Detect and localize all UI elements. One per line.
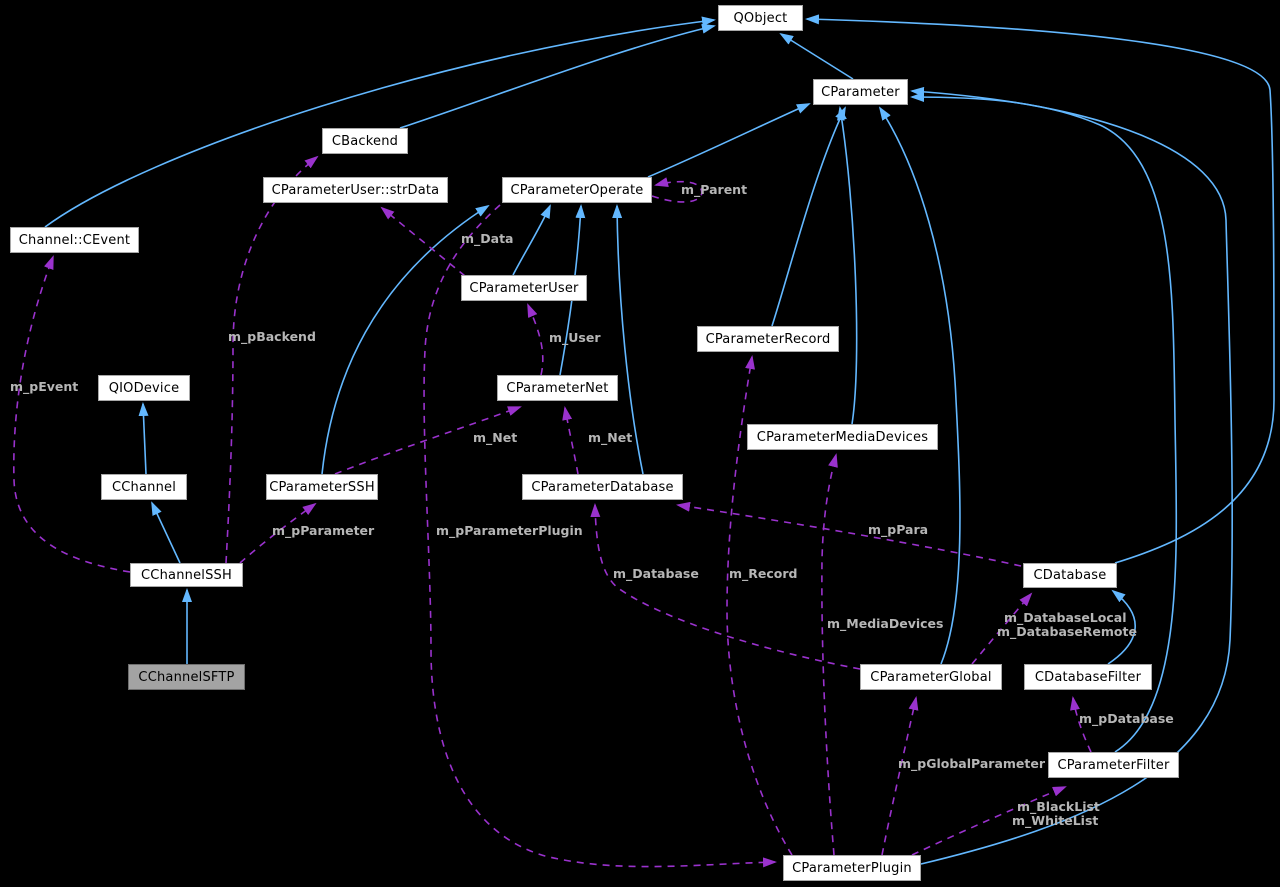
class-node-coperate[interactable]: CParameterOperate (502, 177, 652, 203)
edge-cchannelssh-to-cchannel (151, 501, 181, 564)
class-node-cchannelsftp[interactable]: CChannelSFTP (128, 664, 245, 690)
class-node-cplugin[interactable]: CParameterPlugin (783, 855, 921, 881)
edge-cplugin-to-cmediadevices (821, 453, 838, 856)
edge-label-m_pParameter: m_pParameter (272, 523, 375, 538)
edge-cchannel-to-qiodevice (138, 402, 149, 475)
class-node-cbackend[interactable]: CBackend (322, 128, 408, 154)
edge-cnet-to-cuser (527, 303, 544, 376)
edge-cparamfilter-to-cdbfilter (1070, 696, 1092, 753)
edge-label-m_pParameterPlugin: m_pParameterPlugin (436, 523, 583, 538)
edge-cparamssh-to-coperate (321, 204, 490, 475)
class-node-strdata[interactable]: CParameterUser::strData (263, 177, 448, 203)
edge-label-m_DatabaseRemote: m_DatabaseRemote (997, 624, 1137, 639)
edge-cplugin-to-crecord (726, 355, 793, 856)
edge-coperate-to-coperate (651, 177, 703, 203)
class-node-crecord[interactable]: CParameterRecord (697, 326, 839, 352)
edge-cevent-to-qobject (44, 16, 716, 228)
edge-label-m_pBackend: m_pBackend (228, 329, 316, 344)
class-node-cdbfilter[interactable]: CDatabaseFilter (1024, 664, 1152, 690)
class-node-cchannelssh[interactable]: CChannelSSH (130, 563, 243, 587)
edge-label-m_Database: m_Database (613, 566, 699, 581)
edge-cuser-to-coperate (512, 204, 551, 276)
class-node-cnet[interactable]: CParameterNet (497, 375, 618, 401)
class-node-qiodevice[interactable]: QIODevice (98, 375, 190, 401)
edge-cparameter-to-qobject (779, 32, 854, 80)
edge-label-m_pDatabase: m_pDatabase (1079, 711, 1174, 726)
class-node-cuser[interactable]: CParameterUser (461, 275, 587, 301)
class-node-qobject[interactable]: QObject (718, 5, 803, 31)
edge-cdbfilter-to-cdatabase (1107, 589, 1136, 665)
edge-coperate-to-cplugin (423, 204, 777, 868)
class-node-cparamdb[interactable]: CParameterDatabase (522, 474, 683, 500)
edge-cglobal-to-cdatabase (971, 592, 1033, 665)
edge-label-m_MediaDevices: m_MediaDevices (827, 616, 944, 631)
class-node-cmediadevices[interactable]: CParameterMediaDevices (747, 424, 938, 450)
class-node-cparamfilter[interactable]: CParameterFilter (1048, 752, 1179, 778)
edge-label-m_Data: m_Data (461, 231, 514, 246)
edge-label-m_pEvent: m_pEvent (10, 379, 79, 394)
edge-label-m_BlackList: m_BlackList (1017, 799, 1100, 814)
edge-cparamssh-to-cnet (334, 406, 522, 475)
edge-crecord-to-cparameter (771, 106, 846, 327)
edge-label-m_DatabaseLocal: m_DatabaseLocal (1004, 610, 1127, 625)
edge-cmediadevices-to-cparameter (836, 106, 858, 425)
edge-label-m_pGlobalParameter: m_pGlobalParameter (898, 756, 1046, 771)
class-node-cchannel[interactable]: CChannel (101, 474, 187, 500)
edge-label-m_User: m_User (549, 330, 601, 345)
edge-label-m_WhiteList: m_WhiteList (1012, 813, 1099, 828)
edge-cchannelssh-to-cevent (13, 255, 131, 573)
edge-label-m_Parent: m_Parent (681, 182, 748, 197)
edge-label-m_Record: m_Record (729, 566, 798, 581)
edge-cplugin-to-cglobal (881, 696, 919, 856)
edge-cbackend-to-qobject (399, 23, 716, 129)
edge-cdatabase-to-qobject (805, 14, 1275, 564)
edge-cglobal-to-cparameter (878, 106, 961, 665)
edge-label-m_Net: m_Net (588, 430, 633, 445)
edge-label-m_pPara: m_pPara (868, 522, 929, 537)
edge-cglobal-to-cparamdb (590, 503, 861, 670)
class-node-cevent[interactable]: Channel::CEvent (10, 227, 139, 253)
edge-label-m_Net: m_Net (473, 430, 518, 445)
edge-cparamdb-to-coperate (612, 204, 644, 475)
edge-cplugin-to-cparameter (910, 86, 1233, 865)
edge-cparamdb-to-cnet (562, 406, 579, 475)
class-node-cparamssh[interactable]: CParameterSSH (266, 474, 378, 500)
class-node-cglobal[interactable]: CParameterGlobal (860, 664, 1002, 690)
class-node-cparameter[interactable]: CParameter (813, 79, 908, 105)
edge-cchannelssh-to-cbackend (225, 155, 319, 564)
edge-cparamfilter-to-cparameter (910, 92, 1178, 753)
edge-cuser-to-strdata (380, 206, 466, 277)
edge-cdatabase-to-cparamdb (676, 501, 1022, 567)
edge-coperate-to-cparameter (647, 103, 811, 178)
class-node-cdatabase[interactable]: CDatabase (1023, 563, 1117, 588)
